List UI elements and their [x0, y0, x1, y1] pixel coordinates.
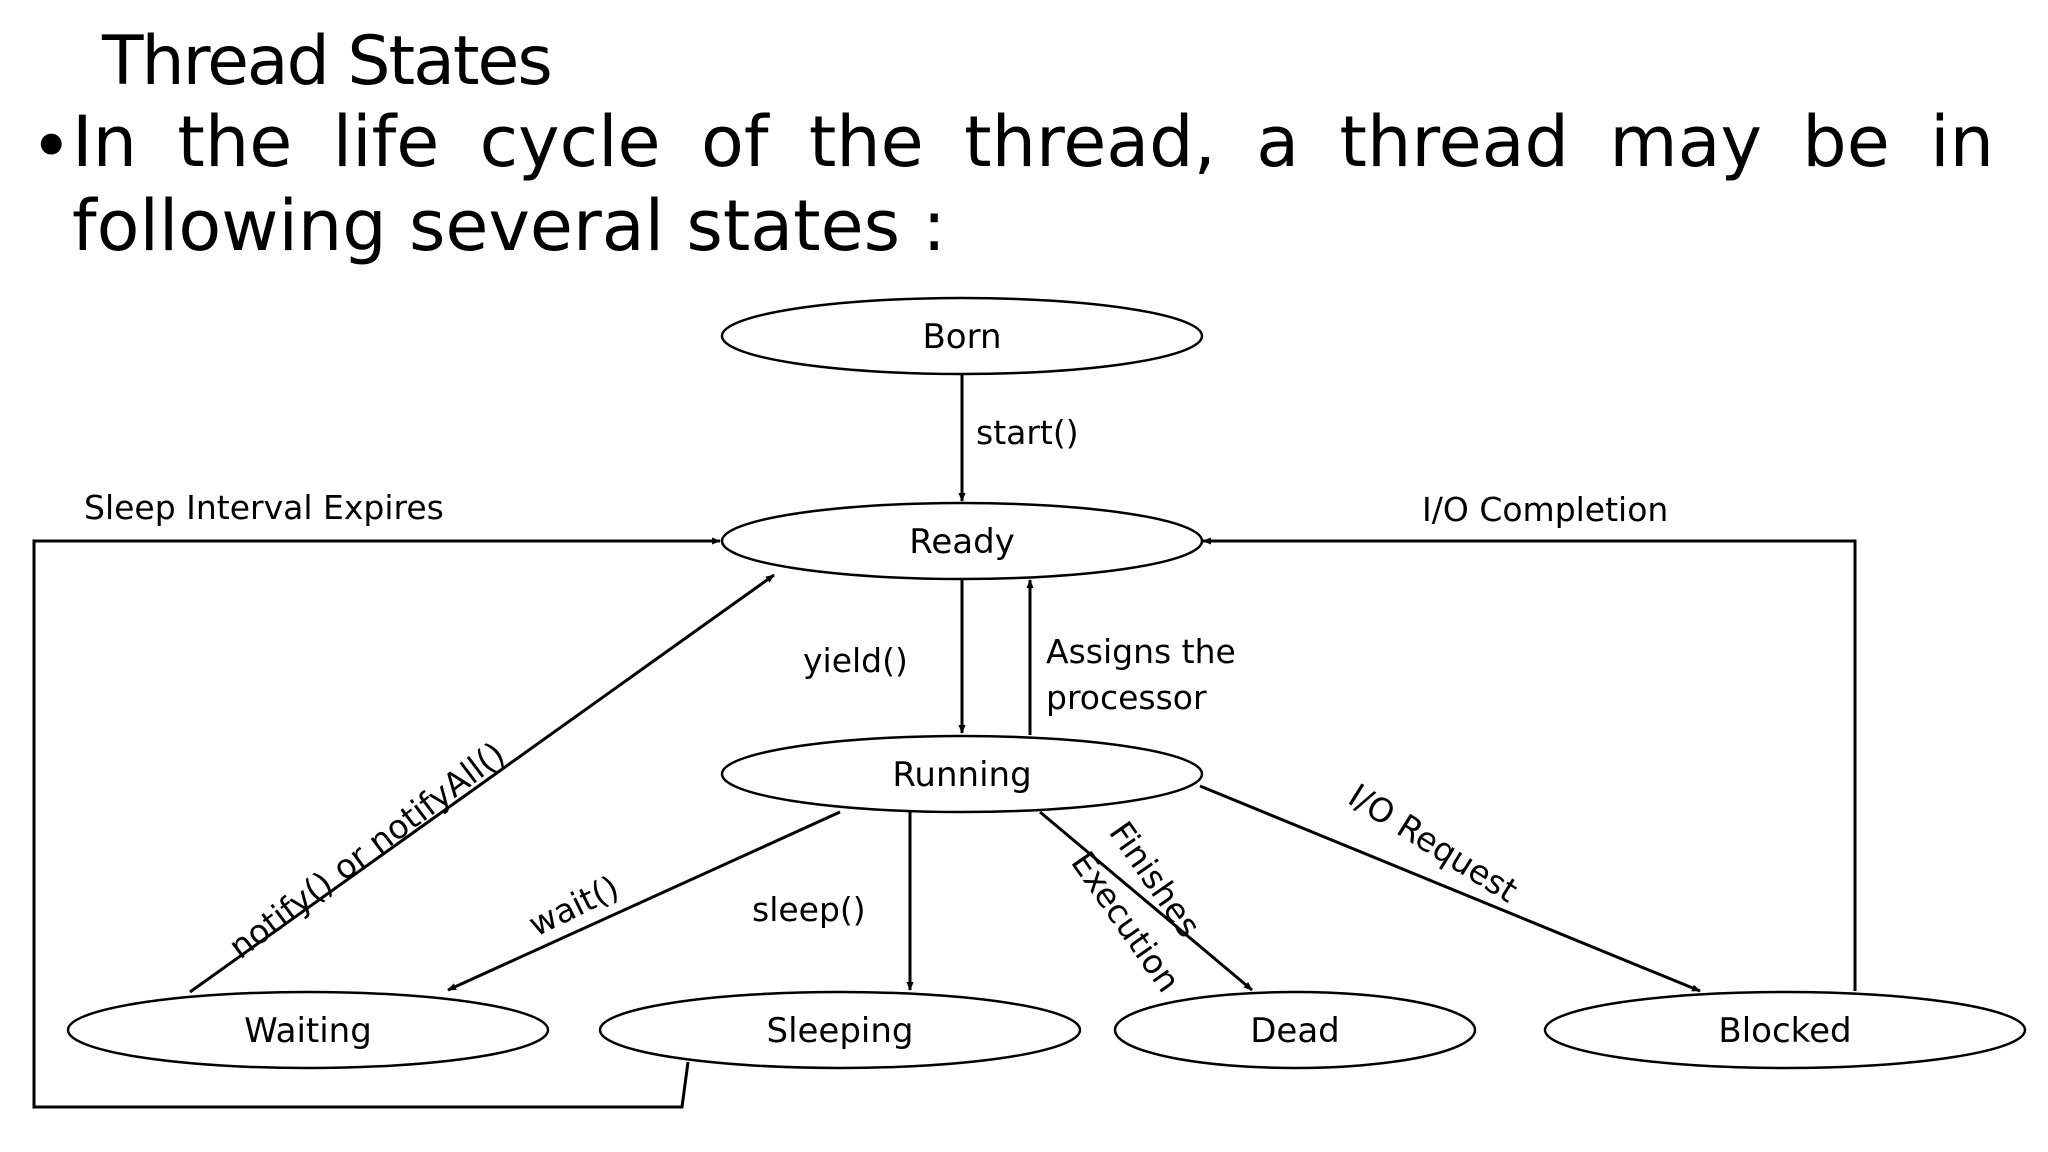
label-io-request: I/O Request: [1342, 776, 1525, 911]
state-dead-label: Dead: [1250, 1011, 1340, 1051]
label-start: start(): [976, 413, 1079, 452]
state-waiting: Waiting: [66, 990, 550, 1070]
state-dead: Dead: [1113, 990, 1477, 1070]
state-born-label: Born: [922, 317, 1001, 357]
state-born: Born: [720, 296, 1204, 376]
edge-io-completion: [1202, 537, 1857, 991]
bullet-text: In the life cycle of the thread, a threa…: [72, 101, 1994, 267]
label-io-completion: I/O Completion: [1422, 490, 1668, 529]
state-running-label: Running: [892, 755, 1031, 795]
slide-title: Thread States: [102, 22, 553, 101]
label-sleep: sleep(): [752, 890, 866, 929]
state-blocked-label: Blocked: [1718, 1011, 1851, 1051]
state-running: Running: [720, 734, 1204, 814]
edge-notify: [189, 573, 775, 994]
state-blocked: Blocked: [1543, 990, 2027, 1070]
edge-io-request: [1199, 784, 1701, 993]
bullet-marker: •: [30, 104, 73, 188]
label-notify: notify() or notifyAll(): [221, 734, 512, 967]
state-waiting-label: Waiting: [244, 1011, 372, 1051]
state-sleeping: Sleeping: [598, 990, 1082, 1070]
state-sleeping-label: Sleeping: [766, 1011, 913, 1051]
edge-wait: [447, 810, 841, 992]
state-ready-label: Ready: [909, 522, 1015, 562]
label-assigns-line2: processor: [1046, 678, 1207, 717]
edge-sleep-expires: [32, 537, 721, 1109]
label-assigns-line1: Assigns the: [1046, 632, 1236, 671]
label-sleep-expires: Sleep Interval Expires: [84, 488, 444, 527]
edge-finish: [1039, 810, 1253, 992]
state-ready: Ready: [720, 501, 1204, 581]
label-yield: yield(): [803, 641, 908, 680]
